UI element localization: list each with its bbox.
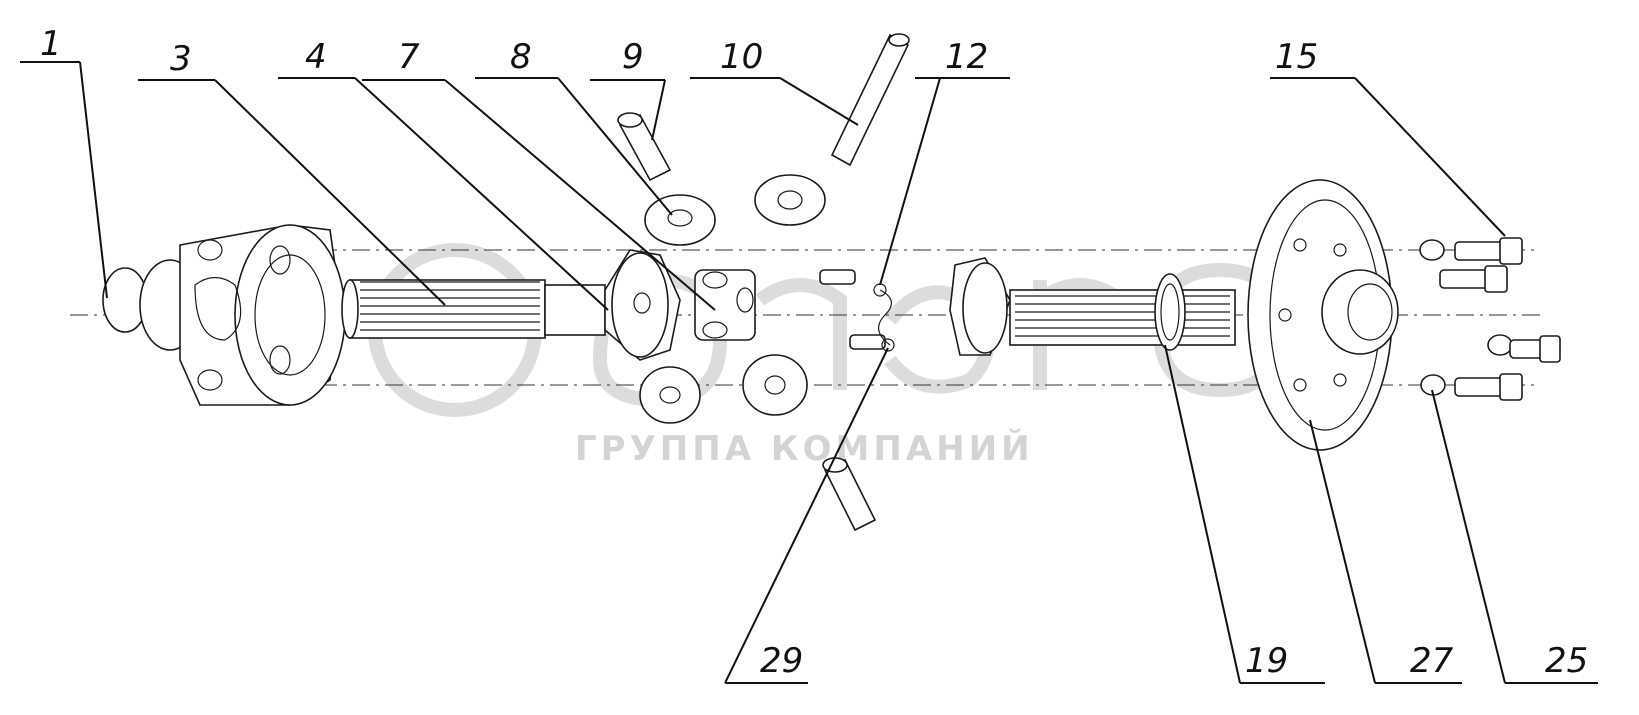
callout-19: 19 [1245, 641, 1288, 681]
callout-25: 25 [1545, 641, 1588, 681]
leader-19 [1164, 344, 1241, 684]
leader-15 [1354, 77, 1506, 237]
leader-10 [779, 77, 859, 126]
thrust-washer [1154, 273, 1186, 351]
callout-numbers: 1 3 4 7 8 9 10 12 15 19 25 27 29 [40, 24, 1588, 681]
leader-3 [214, 79, 446, 306]
ring-gear [1247, 179, 1399, 451]
long-axle [830, 33, 910, 167]
callout-29: 29 [760, 641, 803, 681]
satellite-gear-right-top [754, 174, 826, 226]
leader-8 [557, 77, 673, 216]
watermark-caption: ГРУППА КОМПАНИЙ [575, 428, 1034, 469]
lock-wire [873, 283, 895, 352]
small-pins [819, 269, 886, 350]
callout-4: 4 [305, 37, 327, 77]
bolts-and-washers [1419, 237, 1561, 401]
callout-8: 8 [510, 37, 532, 77]
callout-1: 1 [40, 24, 62, 64]
pin-top [617, 112, 672, 182]
satellite-gear-bottom [639, 366, 701, 424]
left-shaft [341, 279, 606, 339]
leader-27 [1309, 419, 1376, 684]
callout-10: 10 [720, 37, 763, 77]
leader-25 [1431, 389, 1506, 684]
side-bevel-gear-right [949, 257, 1011, 356]
leader-12 [879, 77, 941, 286]
differential-housing [102, 224, 346, 406]
pin-bottom [822, 457, 877, 532]
callout-3: 3 [170, 39, 192, 79]
side-bevel-gear-left [604, 249, 681, 361]
satellite-gear-top [644, 194, 716, 246]
satellite-gear-right-bottom [742, 354, 808, 416]
spider-cross [694, 269, 756, 341]
leader-lines [20, 61, 1598, 684]
callout-9: 9 [622, 37, 644, 77]
leader-9 [651, 79, 666, 141]
callout-12: 12 [945, 37, 988, 77]
callout-7: 7 [398, 37, 420, 77]
callout-15: 15 [1275, 37, 1318, 77]
callout-27: 27 [1410, 641, 1454, 681]
leader-1 [79, 61, 108, 299]
right-shaft [1009, 289, 1236, 346]
leader-4 [354, 77, 609, 311]
leader-29 [724, 347, 889, 684]
leader-7 [444, 79, 716, 311]
